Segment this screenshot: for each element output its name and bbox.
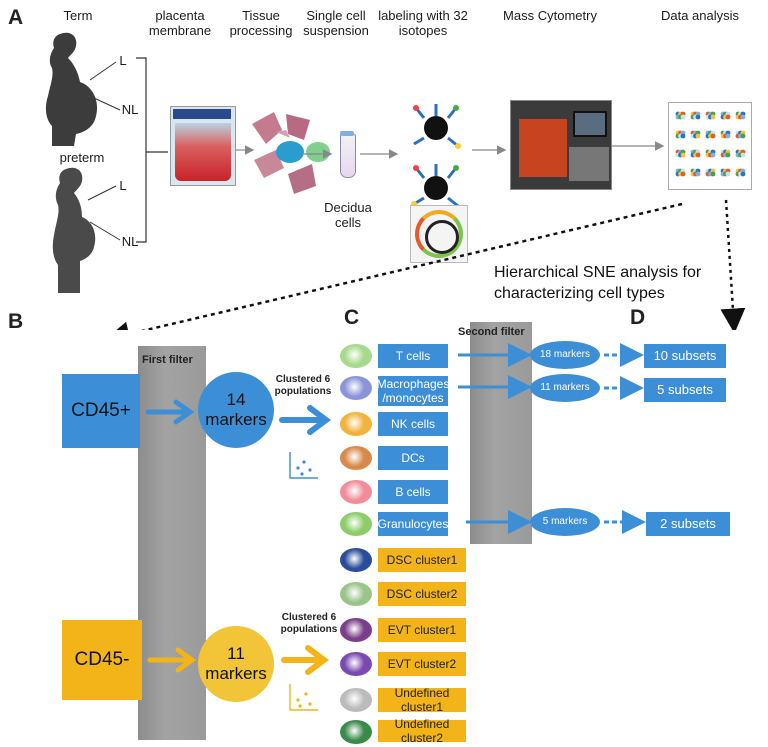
preterm-label: preterm [59,150,105,165]
mass-cytometer-image [510,100,612,190]
clustered-populations-pos-label: Clustered 6 populations [274,374,332,397]
panel-cd-arrows [458,343,646,534]
first-filter-label: First filter [142,354,193,366]
clustered-populations-neg-label: Clustered 6 populations [280,612,338,635]
cd45-pos-markers-circle: 14 markers [198,372,274,448]
cell-type-box-0: T cells [378,344,448,368]
cell-image-6 [340,548,372,572]
cell-type-box-6: DSC cluster1 [378,548,466,572]
t-cells-markers-ellipse: 18 markers [530,341,600,369]
header-data-analysis: Data analysis [660,8,740,23]
granulocyte-markers-ellipse: 5 markers [530,508,600,536]
header-mass-cytometry: Mass Cytometry [503,8,597,23]
header-term: Term [63,8,93,23]
macrophage-subsets-box: 5 subsets [644,378,726,402]
cd45-pos-markers-word: markers [205,410,267,429]
placenta-jar-image [170,106,236,186]
hsne-analysis-title: Hierarchical SNE analysis for characteri… [494,264,702,302]
cd45-neg-markers-count: 11 [227,644,245,663]
cell-type-box-7: DSC cluster2 [378,582,466,606]
preterm-l-label: L [119,178,127,193]
cell-image-0 [340,344,372,368]
cell-suspension-tube-icon [340,131,356,178]
data-analysis-heatmaps-image [668,102,752,190]
panel-c-label: C [344,306,360,329]
cell-type-box-3: DCs [378,446,448,470]
second-filter-label: Second filter [458,326,525,338]
cell-image-1 [340,376,372,400]
t-cells-subsets-box: 10 subsets [644,344,726,368]
pregnant-woman-term-icon [45,32,98,147]
header-tissue-processing: Tissue processing [229,8,293,38]
isotope-ring-image [410,205,468,263]
cell-image-8 [340,618,372,642]
macrophage-markers-ellipse: 11 markers [530,374,600,402]
cd45-neg-markers-circle: 11 markers [198,626,274,702]
cell-type-box-1: Macrophages /monocytes [376,376,450,406]
granulocyte-subsets-box: 2 subsets [646,512,730,536]
cell-image-10 [340,688,372,712]
cell-image-3 [340,446,372,470]
term-preterm-connectors [87,57,168,243]
term-nl-label: NL [121,102,139,117]
cell-image-9 [340,652,372,676]
cell-type-box-8: EVT cluster1 [378,618,466,642]
cell-type-box-5: Granulocytes [378,512,448,536]
panel-b-label: B [8,310,24,333]
pregnant-woman-preterm-icon [52,167,96,293]
cell-image-7 [340,582,372,606]
term-l-label: L [119,53,127,68]
cd45-negative-box: CD45- [62,620,142,700]
preterm-nl-label: NL [121,234,139,249]
cd45-positive-box: CD45+ [62,374,140,448]
cell-image-4 [340,480,372,504]
header-placenta-membrane: placenta membrane [148,8,212,38]
panel-b-arrows [145,399,331,711]
isotope-labeled-cells-icon [411,104,461,208]
decidua-cells-label: Decidua cells [324,200,372,230]
cell-type-box-11: Undefined cluster2 [378,717,466,745]
header-labeling: labeling with 32 isotopes [378,8,468,38]
cell-image-11 [340,720,372,744]
tissue-cells-icon [252,112,330,194]
cd45-pos-markers-count: 14 [226,390,246,409]
workflow-arrows [104,141,746,330]
panel-d-label: D [630,306,646,329]
panel-a-label: A [8,6,24,29]
header-single-cell-suspension: Single cell suspension [303,8,369,38]
cell-image-2 [340,412,372,436]
cell-type-box-2: NK cells [378,412,448,436]
cell-image-5 [340,512,372,536]
cd45-neg-markers-word: markers [205,664,267,683]
cell-type-box-10: Undefined cluster1 [378,686,466,714]
cell-type-box-4: B cells [378,480,448,504]
cell-type-box-9: EVT cluster2 [378,652,466,676]
